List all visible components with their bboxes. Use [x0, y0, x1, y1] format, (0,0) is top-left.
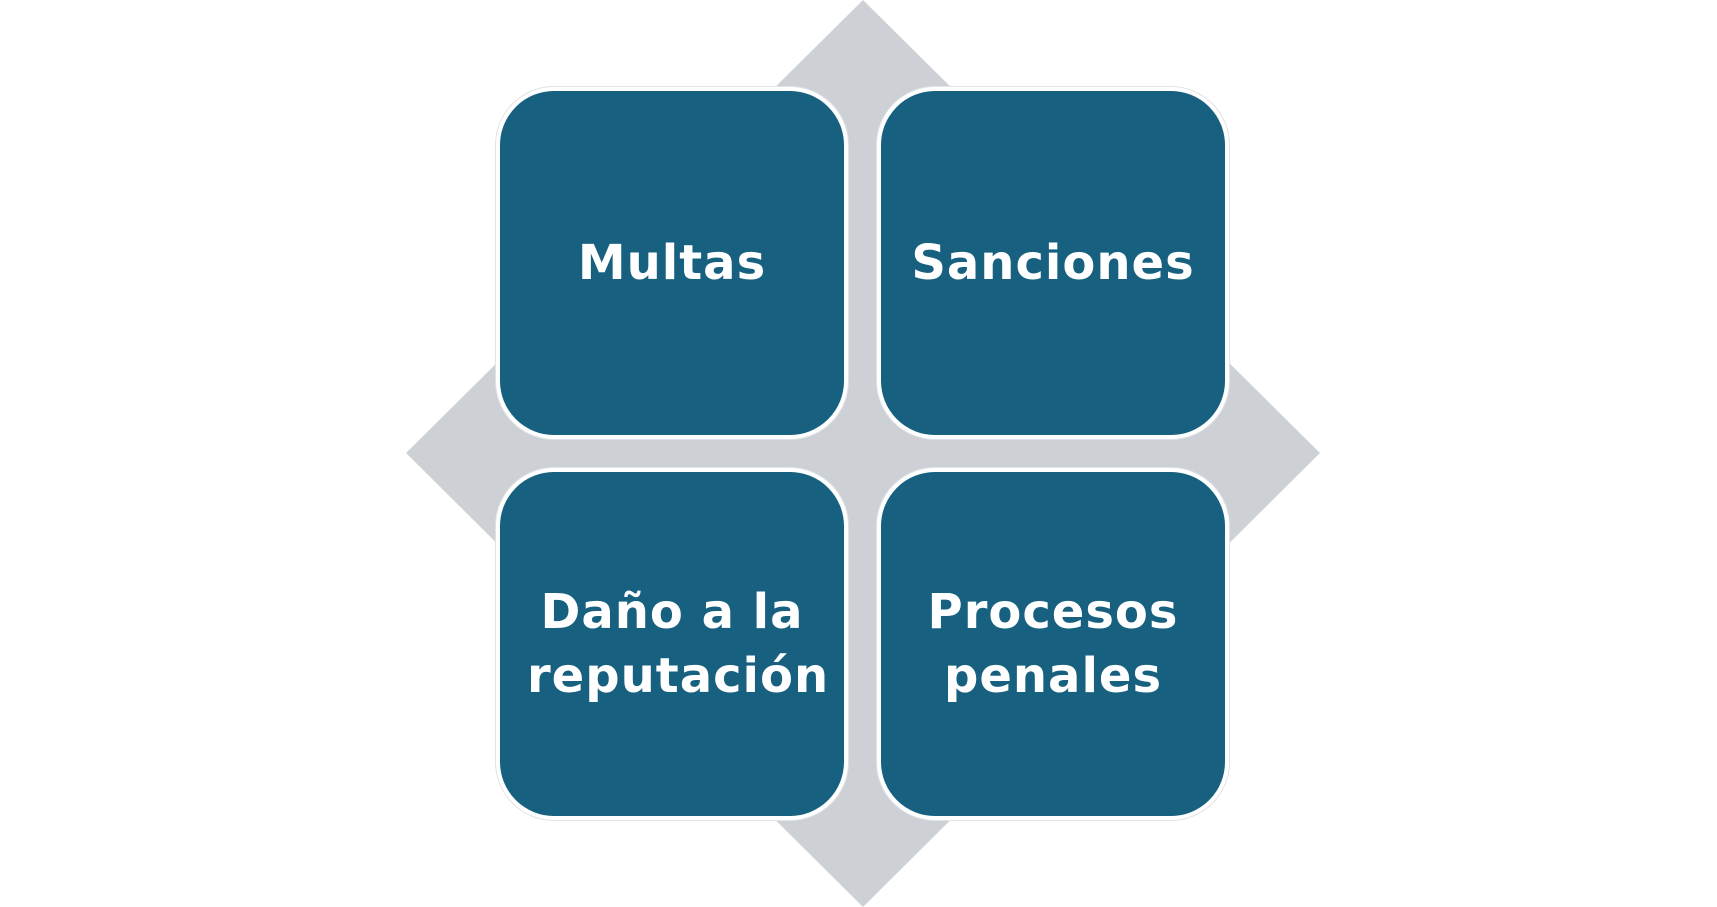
- box-label-multas: Multas: [577, 235, 767, 291]
- box-procesos-penales: Procesos penales: [877, 468, 1229, 820]
- box-label-sanciones: Sanciones: [911, 235, 1195, 291]
- box-label-dano-reputacion: Daño a la reputación: [527, 584, 830, 704]
- box-multas: Multas: [496, 87, 848, 439]
- box-dano-reputacion: Daño a la reputación: [496, 468, 848, 820]
- box-label-procesos-penales: Procesos penales: [927, 584, 1179, 704]
- box-sanciones: Sanciones: [877, 87, 1229, 439]
